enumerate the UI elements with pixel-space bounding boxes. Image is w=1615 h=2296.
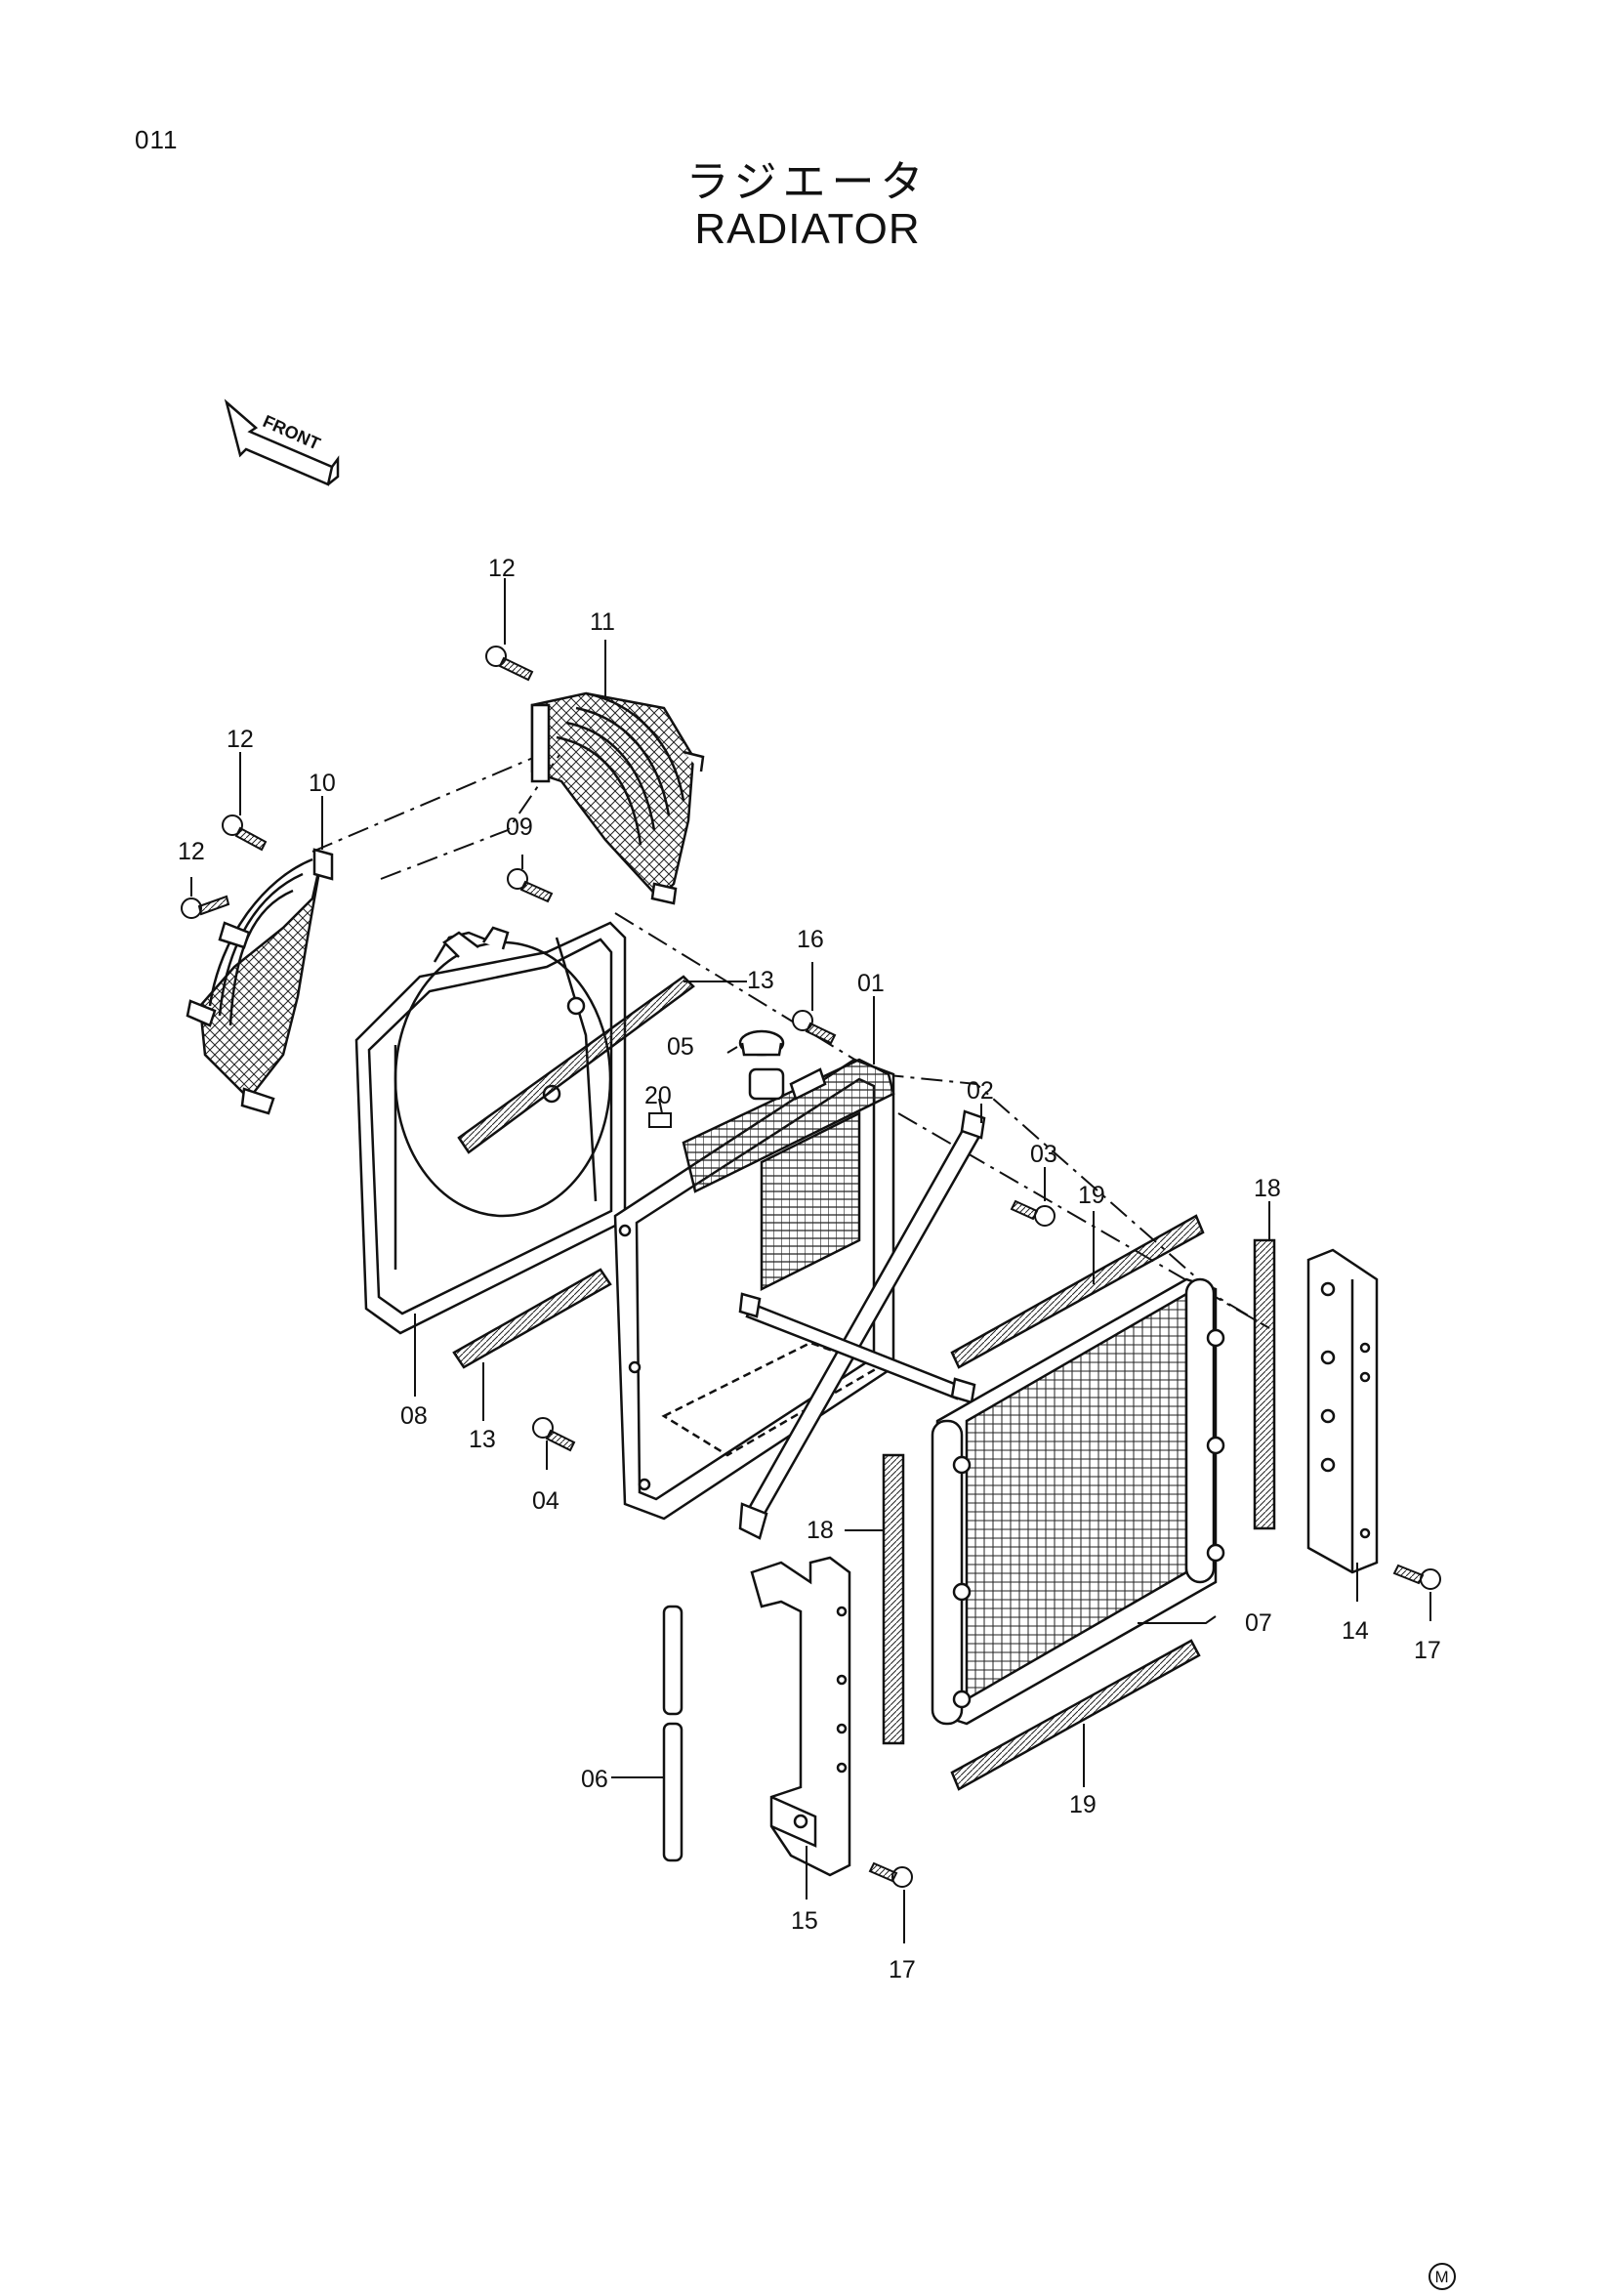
fan-guard-left bbox=[186, 848, 334, 1115]
drain-hose bbox=[662, 1605, 683, 1862]
bolt-17-bottom bbox=[868, 1861, 913, 1888]
bolt-09 bbox=[507, 868, 554, 903]
callout-labels: 12 11 12 10 09 12 16 01 13 05 20 02 03 1… bbox=[178, 555, 1441, 1983]
callout-05: 05 bbox=[667, 1033, 694, 1061]
callout-08: 08 bbox=[400, 1402, 428, 1430]
bolt-03 bbox=[1010, 1199, 1056, 1227]
bolt-17-right bbox=[1392, 1564, 1441, 1590]
page-number: 011 bbox=[135, 125, 179, 154]
seal-strip-18-right bbox=[1253, 1238, 1276, 1530]
callout-19: 19 bbox=[1078, 1182, 1105, 1209]
front-arrow-icon: FRONT bbox=[224, 398, 340, 486]
callout-04: 04 bbox=[532, 1487, 559, 1515]
seal-strip-upper bbox=[457, 975, 695, 1154]
callout-10: 10 bbox=[309, 770, 336, 797]
corner-m-mark-icon: M bbox=[1428, 2262, 1457, 2291]
callout-07: 07 bbox=[1245, 1609, 1272, 1637]
callout-20: 20 bbox=[644, 1082, 672, 1109]
callout-06: 06 bbox=[581, 1766, 608, 1793]
label-plate bbox=[648, 1112, 672, 1128]
page-title-japanese: ラジエータ bbox=[685, 157, 930, 207]
bolt-12-low bbox=[181, 895, 230, 919]
stay-rods bbox=[738, 1109, 986, 1540]
bolt-04 bbox=[532, 1417, 576, 1452]
callout-12: 12 bbox=[227, 726, 254, 753]
callout-13: 13 bbox=[747, 967, 774, 994]
bolt-icons bbox=[181, 646, 1441, 1888]
leader-lines bbox=[190, 578, 1431, 1943]
callout-01: 01 bbox=[857, 970, 885, 997]
seal-strip-19-upper bbox=[950, 1214, 1205, 1369]
radiator-core bbox=[613, 1058, 895, 1521]
bolt-16 bbox=[792, 1010, 837, 1045]
callout-14: 14 bbox=[1342, 1617, 1369, 1645]
seal-strip-18-left bbox=[882, 1453, 905, 1745]
bolt-12-mid bbox=[222, 814, 268, 852]
seal-strip-19-lower bbox=[950, 1639, 1201, 1791]
callout-13: 13 bbox=[469, 1426, 496, 1453]
page-title-english: RADIATOR bbox=[694, 205, 921, 253]
oil-cooler bbox=[931, 1277, 1225, 1726]
callout-09: 09 bbox=[506, 814, 533, 841]
callout-18: 18 bbox=[1254, 1175, 1281, 1202]
callout-11: 11 bbox=[590, 608, 615, 636]
callout-19: 19 bbox=[1069, 1791, 1097, 1818]
callout-16: 16 bbox=[797, 926, 824, 953]
callout-03: 03 bbox=[1030, 1141, 1057, 1168]
bolt-12-top bbox=[485, 646, 534, 682]
callout-15: 15 bbox=[791, 1907, 818, 1935]
bracket-right bbox=[1306, 1248, 1379, 1574]
callout-12: 12 bbox=[488, 555, 516, 582]
callout-18: 18 bbox=[807, 1517, 834, 1544]
bracket-left bbox=[750, 1556, 851, 1877]
callout-12: 12 bbox=[178, 838, 205, 865]
callout-17: 17 bbox=[1414, 1637, 1441, 1664]
fan-guard-upper bbox=[530, 691, 705, 905]
callout-17: 17 bbox=[889, 1956, 916, 1983]
radiator-cap-icon bbox=[738, 1029, 785, 1057]
callout-02: 02 bbox=[967, 1077, 994, 1105]
seal-strip-lower bbox=[452, 1268, 612, 1369]
corner-mark-letter: M bbox=[1435, 2268, 1449, 2286]
